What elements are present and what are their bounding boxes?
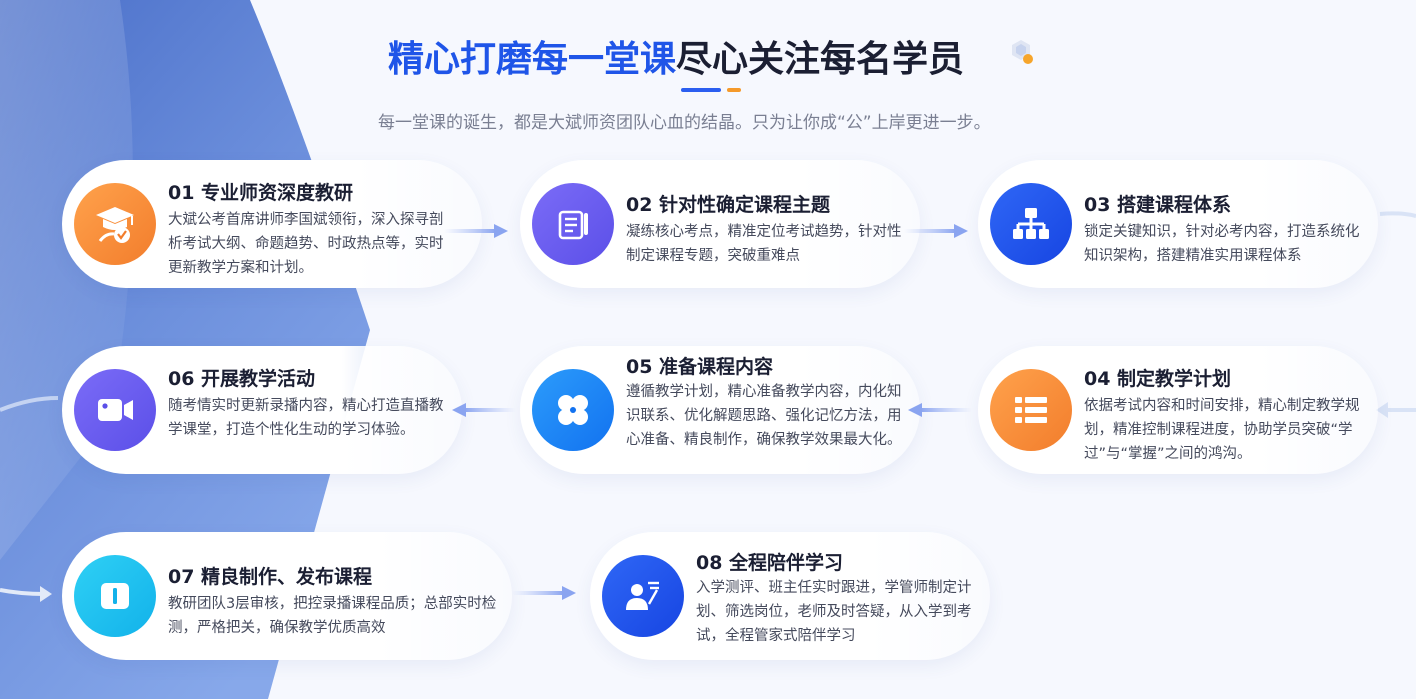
clover-icon [558, 395, 588, 425]
graduation-cap-check-icon [96, 207, 134, 243]
title-highlight: 精心打磨每一堂课 [388, 39, 677, 80]
hierarchy-icon [1013, 208, 1049, 239]
step-card-08: 08 全程陪伴学习 入学测评、班主任实时跟进，学管师制定计划、筛选岗位，老师及时… [590, 532, 990, 660]
page-title: 精心打磨每一堂课尽心关注每名学员 [388, 30, 964, 80]
step-title-07: 07 精良制作、发布课程 [168, 566, 373, 588]
video-camera-icon [98, 399, 133, 421]
step-title-06: 06 开展教学活动 [168, 368, 316, 390]
step-card-01: 01 专业师资深度教研 大斌公考首席讲师李国斌领衔，深入探寻剖析考试大纲、命题趋… [62, 160, 482, 288]
step-title-02: 02 针对性确定课程主题 [626, 194, 831, 216]
step-title-04: 04 制定教学计划 [1084, 368, 1232, 390]
step-card-06: 06 开展教学活动 随考情实时更新录播内容，精心打造直播教学课堂，打造个性化生动… [62, 346, 462, 474]
step-title-03: 03 搭建课程体系 [1084, 194, 1232, 216]
step-title-05: 05 准备课程内容 [626, 356, 774, 378]
page-subtitle: 每一堂课的诞生，都是大斌师资团队心血的结晶。只为让你成“公”上岸更进一步。 [378, 113, 991, 133]
step-icon-04 [990, 369, 1072, 451]
step-card-02: 02 针对性确定课程主题 凝练核心考点，精准定位考试趋势，针对性制定课程专题，突… [520, 160, 920, 288]
step-title-08: 08 全程陪伴学习 [696, 552, 844, 574]
hexagon-deco-icon [1012, 40, 1033, 64]
arrow-right-icon [512, 586, 576, 600]
arrow-right-icon [904, 224, 968, 238]
step-icon-06 [74, 369, 156, 451]
step-icon-07 [74, 555, 156, 637]
title-underline-blue [681, 88, 721, 92]
book-icon [101, 583, 129, 609]
arrow-left-icon [908, 403, 972, 417]
title-rest: 尽心关注每名学员 [676, 39, 965, 80]
step-desc-02: 凝练核心考点，精准定位考试趋势，针对性制定课程专题，突破重难点 [626, 224, 902, 264]
list-icon [1015, 397, 1047, 423]
step-card-07: 07 精良制作、发布课程 教研团队3层审核，把控录播课程品质；总部实时检测，严格… [62, 532, 512, 660]
step-card-03: 03 搭建课程体系 锁定关键知识，针对必考内容，打造系统化知识架构，搭建精准实用… [978, 160, 1378, 288]
step-title-01: 01 专业师资深度教研 [168, 182, 354, 204]
step-desc-03: 锁定关键知识，针对必考内容，打造系统化知识架构，搭建精准实用课程体系 [1084, 224, 1360, 264]
step-icon-02 [532, 183, 614, 265]
step-card-04: 04 制定教学计划 依据考试内容和时间安排，精心制定教学规划，精准控制课程进度，… [978, 346, 1378, 474]
step-icon-08 [602, 555, 684, 637]
step-desc-06: 随考情实时更新录播内容，精心打造直播教学课堂，打造个性化生动的学习体验。 [168, 398, 444, 438]
step-desc-08: 入学测评、班主任实时跟进，学管师制定计划、筛选岗位，老师及时答疑，从入学到考试，… [696, 580, 972, 644]
step-icon-05 [532, 369, 614, 451]
step-desc-07: 教研团队3层审核，把控录播课程品质；总部实时检测，严格把关，确保教学优质高效 [168, 596, 497, 636]
step-icon-03 [990, 183, 1072, 265]
step-desc-01: 大斌公考首席讲师李国斌领衔，深入探寻剖析考试大纲、命题趋势、时政热点等，实时更新… [168, 212, 444, 276]
arrow-left-icon [452, 403, 516, 417]
step-desc-05: 遵循教学计划，精心准备教学内容，内化知识联系、优化解题思路、强化记忆方法，用心准… [626, 384, 902, 448]
step-icon-01 [74, 183, 156, 265]
arrow-right-icon [444, 224, 508, 238]
step-card-05: 05 准备课程内容 遵循教学计划，精心准备教学内容，内化知识联系、优化解题思路、… [520, 346, 920, 474]
step-desc-04: 依据考试内容和时间安排，精心制定教学规划，精准控制课程进度，协助学员突破“学过”… [1084, 398, 1360, 462]
title-underline-orange [727, 88, 741, 92]
document-edit-icon [558, 210, 588, 240]
teacher-board-icon [626, 581, 659, 610]
